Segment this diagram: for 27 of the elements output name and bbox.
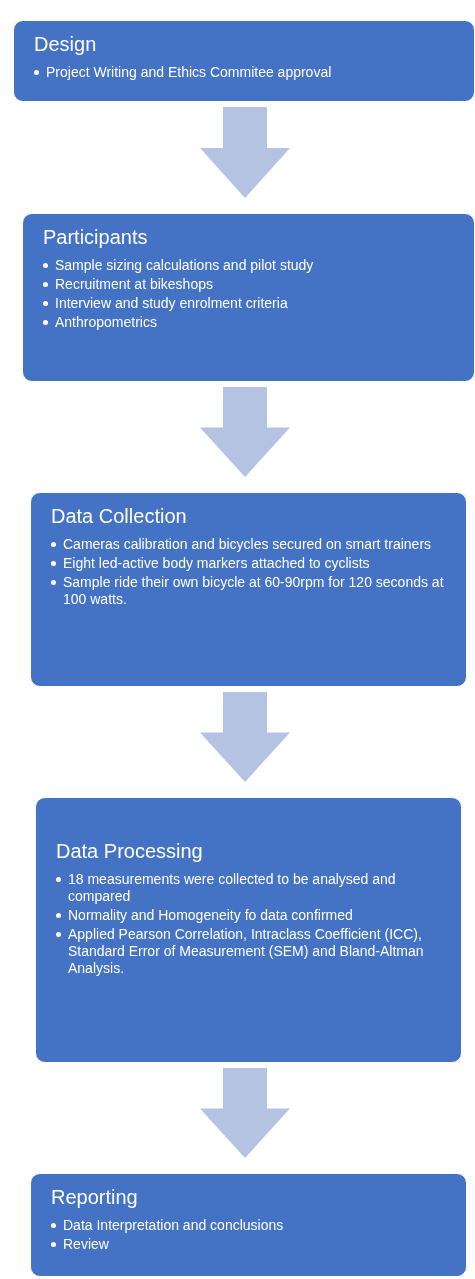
block-arrow: [200, 387, 290, 477]
bullet-item: Data Interpretation and conclusions: [63, 1217, 285, 1234]
bullet-item: Project Writing and Ethics Commitee approval: [46, 64, 333, 81]
bullet-item: Review: [63, 1236, 110, 1253]
bullet-item: Eight led-active body markers attached to cyclists: [63, 555, 371, 572]
bullet-item: Normality and Homogeneity fo data confirmed: [68, 907, 354, 924]
box-heading: Data Collection: [51, 505, 188, 528]
process-box: [30, 1173, 467, 1277]
box-heading: Reporting: [51, 1186, 139, 1209]
block-arrow: [200, 1068, 290, 1158]
process-box: [30, 492, 467, 687]
bullet-item: Recruitment at bikeshops: [55, 276, 214, 293]
bullet-item: 18 measurements were collected to be analysed and compared: [68, 871, 397, 905]
bullet-item: Anthropometrics: [55, 314, 158, 331]
process-box: [22, 213, 475, 382]
box-heading: Design: [34, 33, 98, 56]
process-box: [35, 797, 462, 1063]
bullet-item: Sample ride their own bicycle at 60-90rpm for 120 seconds at 100 watts.: [63, 574, 445, 608]
block-arrow: [200, 107, 290, 198]
bullet-item: Applied Pearson Correlation, Intraclass Coefficient (ICC), Standard Error of Measurement (SEM) and Bland-Altman Analysis.: [68, 926, 425, 977]
bullet-item: Interview and study enrolment criteria: [55, 295, 289, 312]
box-heading: Participants: [43, 226, 149, 249]
box-heading: Data Processing: [56, 840, 204, 863]
process-box: [13, 20, 475, 102]
bullet-item: Cameras calibration and bicycles secured on smart trainers: [63, 536, 433, 553]
block-arrow: [200, 692, 290, 782]
bullet-item: Sample sizing calculations and pilot study: [55, 257, 315, 274]
